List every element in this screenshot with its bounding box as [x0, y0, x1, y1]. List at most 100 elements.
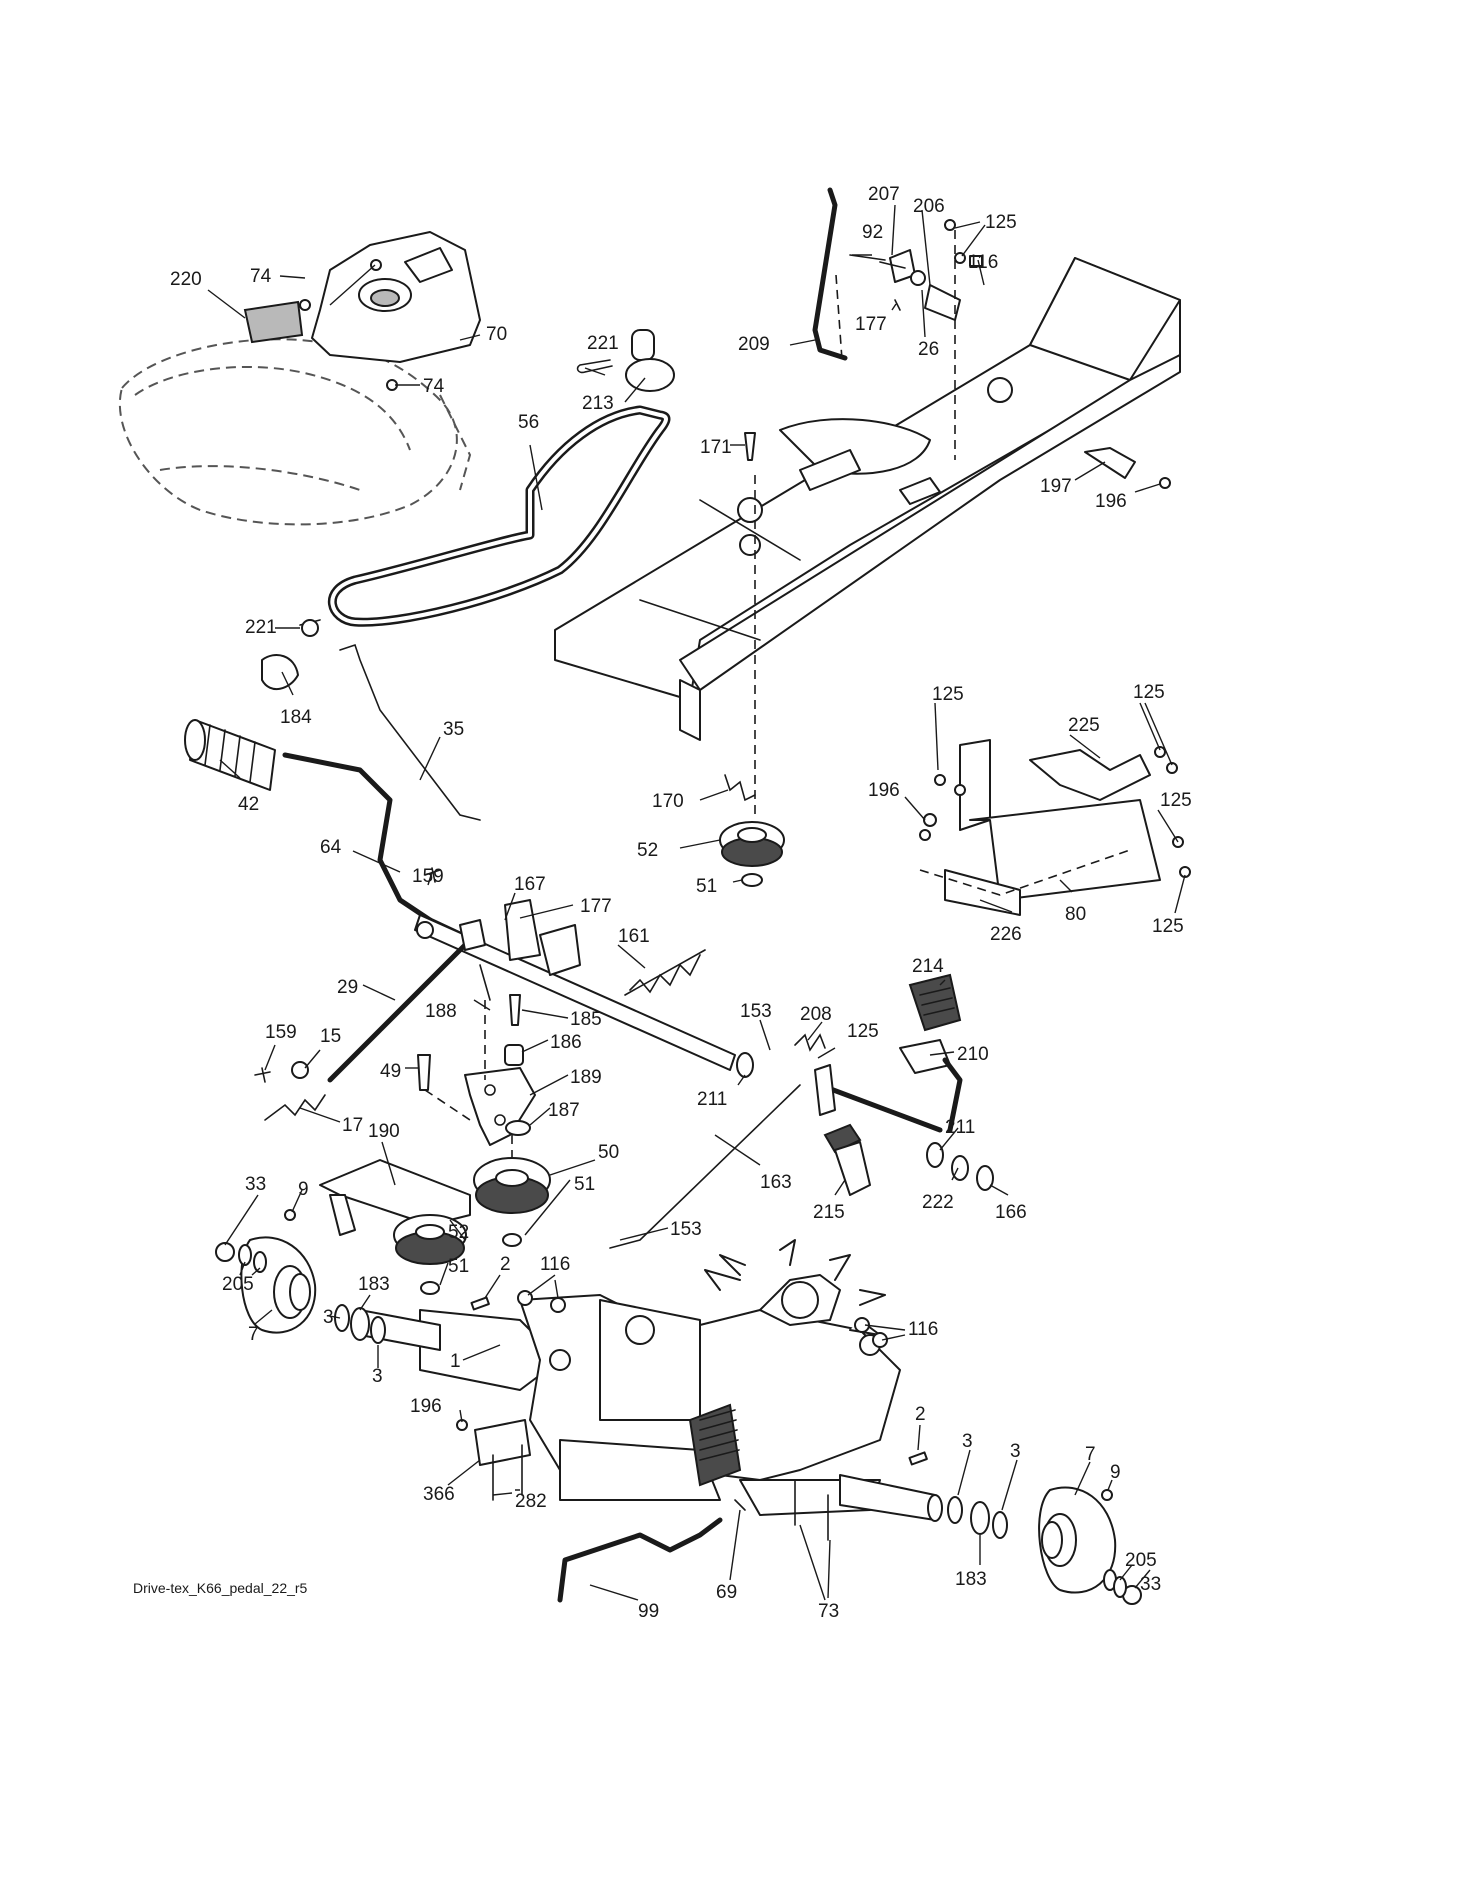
- callout-125: 125: [847, 1021, 879, 1042]
- callout-29: 29: [337, 977, 358, 998]
- callout-196: 196: [410, 1396, 442, 1417]
- callout-116: 116: [968, 252, 998, 273]
- washer-205: [238, 1244, 1127, 1598]
- callout-166: 166: [995, 1202, 1027, 1223]
- nut-116: [517, 1290, 888, 1348]
- dash-panel-70: [311, 231, 481, 363]
- callout-221: 221: [587, 333, 619, 354]
- idler-pulley-52: [719, 475, 785, 887]
- callout-56: 56: [518, 412, 539, 433]
- callout-3: 3: [323, 1307, 334, 1328]
- callout-206: 206: [913, 196, 945, 217]
- callout-116: 116: [540, 1254, 570, 1275]
- callout-2: 2: [915, 1404, 926, 1425]
- callout-221: 221: [245, 617, 277, 638]
- callout-52: 52: [448, 1222, 469, 1243]
- bolt-125: [919, 746, 1191, 878]
- callout-187: 187: [548, 1100, 580, 1121]
- pedal-arm-29: [327, 899, 581, 1083]
- pedal-arm-210: [814, 1039, 963, 1133]
- cross-shaft-64: [282, 752, 736, 1071]
- spring-161: [624, 949, 706, 996]
- bracket-190: [319, 1159, 471, 1236]
- callout-190: 190: [368, 1121, 400, 1142]
- callout-64: 64: [320, 837, 342, 858]
- callout-159: 159: [412, 866, 444, 887]
- callout-205: 205: [222, 1274, 254, 1295]
- leader-lines: [207, 204, 1186, 1601]
- callout-51: 51: [696, 876, 717, 897]
- callout-210: 210: [957, 1044, 989, 1065]
- callout-189: 189: [570, 1067, 602, 1088]
- knob-213: [576, 329, 675, 392]
- callout-214: 214: [912, 956, 944, 977]
- speed-lever-209: [812, 187, 983, 460]
- callout-73: 73: [818, 1601, 839, 1622]
- callout-7: 7: [1085, 1444, 1096, 1465]
- callout-125: 125: [932, 684, 964, 705]
- callout-99: 99: [638, 1601, 659, 1622]
- pedal-pad-214: [908, 973, 962, 1032]
- callout-184: 184: [280, 707, 312, 728]
- callout-209: 209: [738, 334, 770, 355]
- diagram-caption: Drive-tex_K66_pedal_22_r5: [133, 1580, 308, 1596]
- callout-196: 196: [1095, 491, 1127, 512]
- spring-17: [264, 1094, 326, 1121]
- washer-15: [291, 1061, 309, 1079]
- bolt-171: [744, 432, 756, 461]
- bolt-73: [794, 1479, 829, 1541]
- callout-3: 3: [962, 1431, 973, 1452]
- bracket-80: [919, 739, 1161, 916]
- callout-177: 177: [855, 314, 887, 335]
- callout-183: 183: [358, 1274, 390, 1295]
- drive-pulley-50: [473, 1135, 551, 1247]
- callout-9: 9: [1110, 1462, 1121, 1483]
- callout-9: 9: [298, 1179, 309, 1200]
- idler-pulley-52-lower: [393, 1214, 467, 1295]
- callout-225: 225: [1068, 715, 1100, 736]
- callout-116: 116: [908, 1319, 938, 1340]
- callout-70: 70: [486, 324, 507, 345]
- bracket-197: [1084, 447, 1171, 489]
- callout-74: 74: [423, 376, 445, 397]
- callout-170: 170: [652, 791, 684, 812]
- handle-grip-42: [184, 719, 276, 791]
- bracket-189: [417, 994, 536, 1146]
- callout-159: 159: [265, 1022, 297, 1043]
- callout-26: 26: [918, 339, 939, 360]
- callout-125: 125: [1152, 916, 1184, 937]
- callout-125: 125: [1160, 790, 1192, 811]
- bracket-215: [823, 1123, 871, 1196]
- washer-3: [334, 1304, 1008, 1539]
- drive-belt-56: [328, 405, 671, 627]
- callout-49: 49: [380, 1061, 401, 1082]
- chassis-frame: [554, 257, 1181, 741]
- callout-211: 211: [945, 1117, 975, 1138]
- callout-33: 33: [245, 1174, 266, 1195]
- callout-167: 167: [514, 874, 546, 895]
- callout-183: 183: [955, 1569, 987, 1590]
- bearing-183: [350, 1307, 990, 1535]
- callout-125: 125: [985, 212, 1017, 233]
- callout-33: 33: [1140, 1574, 1161, 1595]
- callout-125: 125: [1133, 682, 1165, 703]
- callout-80: 80: [1065, 904, 1086, 925]
- callout-69: 69: [716, 1582, 737, 1603]
- wheel-hub-7-right: [1038, 1486, 1117, 1594]
- callout-3: 3: [372, 1366, 383, 1387]
- callout-51: 51: [448, 1256, 469, 1277]
- callout-labels: 220 74 70 74 221 213 56 207 206 125 92 1…: [170, 184, 1192, 1622]
- nut-33: [215, 1242, 1142, 1605]
- callout-213: 213: [582, 393, 614, 414]
- callout-52: 52: [637, 840, 658, 861]
- callout-161: 161: [618, 926, 650, 947]
- callout-282: 282: [515, 1491, 547, 1512]
- callout-2: 2: [500, 1254, 511, 1275]
- callout-42: 42: [238, 794, 259, 815]
- callout-366: 366: [423, 1484, 455, 1505]
- callout-211: 211: [697, 1089, 727, 1110]
- callout-35: 35: [443, 719, 464, 740]
- spring-208: [794, 1033, 826, 1052]
- shift-rod-35: [261, 619, 481, 821]
